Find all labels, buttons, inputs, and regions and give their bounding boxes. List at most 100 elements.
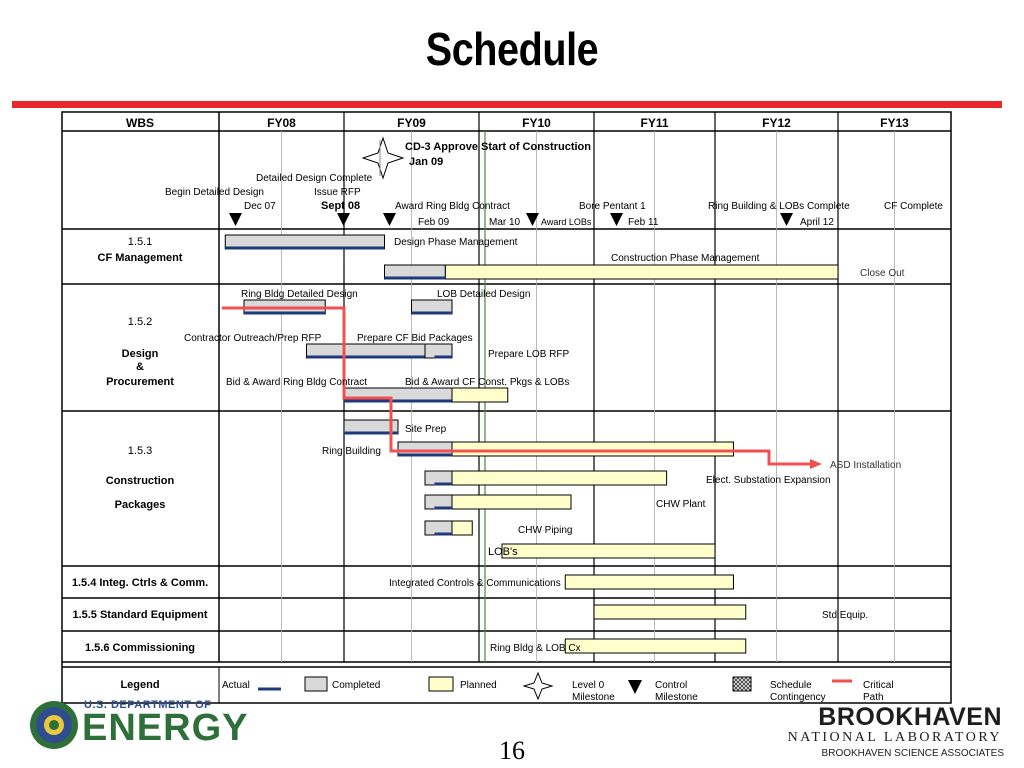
planned-bar: [451, 494, 572, 510]
doe-seal: [30, 701, 78, 749]
legend-title: Legend: [120, 679, 159, 691]
control-milestone-marker: [780, 213, 793, 226]
control-milestone-marker: [337, 213, 350, 226]
milestone-label: Ring Building & LOBs Complete: [708, 201, 850, 212]
task-label: CHW Plant: [656, 499, 706, 510]
bnl-logo-main: BROOKHAVEN: [818, 703, 1002, 731]
milestone-date: Dec 07: [244, 201, 276, 212]
task-label: Construction Phase Management: [611, 253, 760, 264]
milestone-date: Jan 09: [409, 156, 443, 168]
wbs-label: Design: [122, 348, 159, 360]
legend-label-contingency: Contingency: [770, 692, 826, 703]
fy-header-fy09: FY09: [397, 116, 426, 130]
task-label: Close Out: [860, 268, 905, 279]
milestone-date: Feb 11: [628, 217, 659, 228]
fy-header-fy12: FY12: [762, 116, 791, 130]
legend: Legend Actual Completed Planned Level 0 …: [120, 667, 894, 703]
milestone-area: CD-3 Approve Start of Construction Jan 0…: [165, 136, 943, 228]
task-label: Contractor Outreach/Prep RFP: [184, 333, 322, 344]
fy-header-fy10: FY10: [522, 116, 551, 130]
milestone-label: CD-3 Approve Start of Construction: [405, 141, 591, 153]
wbs-label: 1.5.2: [128, 316, 152, 328]
legend-swatch-completed: [304, 676, 328, 692]
doe-logo-top: U.S. DEPARTMENT OF: [84, 699, 212, 711]
wbs-labels: 1.5.1 CF Management 1.5.2 Design & Procu…: [72, 236, 208, 654]
task-label: Integrated Controls & Communications: [389, 578, 561, 589]
wbs-label: 1.5.4 Integ. Ctrls & Comm.: [72, 577, 208, 589]
planned-bar: [564, 574, 734, 590]
milestone-date: April 12: [800, 217, 834, 228]
doe-logo-main: ENERGY: [82, 707, 249, 749]
wbs-label: 1.5.3: [128, 445, 152, 457]
task-label: Ring Bldg & LOB Cx: [490, 643, 581, 654]
wbs-label: CF Management: [98, 252, 183, 264]
task-label: Bid & Award CF Const. Pkgs & LOBs: [405, 377, 569, 388]
control-milestone-marker: [229, 213, 242, 226]
milestone-label: Detailed Design Complete: [256, 173, 373, 184]
wbs-label: 1.5.1: [128, 236, 152, 248]
fy-header-fy08: FY08: [267, 116, 296, 130]
page-title: Schedule: [425, 23, 599, 75]
task-label: LOB Detailed Design: [437, 289, 530, 300]
critical-path-arrow: [810, 459, 822, 469]
legend-level0-milestone-icon: [522, 671, 554, 701]
page-number: 16: [499, 736, 525, 765]
task-label: Std Equip.: [822, 610, 868, 621]
task-label: LOB's: [488, 546, 518, 558]
legend-label-contingency: Schedule: [770, 680, 812, 691]
wbs-label: 1.5.5 Standard Equipment: [72, 609, 207, 621]
milestone-date: Mar 10: [489, 217, 521, 228]
planned-bar: [564, 638, 747, 654]
milestone-label: CF Complete: [884, 201, 943, 212]
planned-bar: [593, 604, 747, 620]
milestone-label: Award LOBs: [541, 217, 592, 227]
milestone-label: Issue RFP: [314, 187, 361, 198]
milestone-date: Feb 09: [418, 217, 450, 228]
task-label: Ring Building: [322, 446, 381, 457]
milestone-label: Begin Detailed Design: [165, 187, 264, 198]
planned-bar: [451, 520, 473, 536]
level0-milestone-cd3: [361, 136, 405, 180]
task-label: Ring Bldg Detailed Design: [241, 289, 358, 300]
legend-label-level0: Level 0: [572, 680, 605, 691]
wbs-label: 1.5.6 Commissioning: [85, 642, 195, 654]
fy-header-fy13: FY13: [880, 116, 909, 130]
wbs-label: Construction: [106, 475, 175, 487]
task-labels: Design Phase Management Construction Pha…: [184, 237, 905, 654]
control-milestone-marker: [383, 213, 396, 226]
chart-frame: [61, 111, 952, 704]
legend-swatch-contingency: [732, 676, 752, 692]
wbs-header: WBS: [126, 116, 154, 130]
legend-label-level0: Milestone: [572, 692, 615, 703]
legend-label-planned: Planned: [460, 680, 497, 691]
milestone-label: Bore Pentant 1: [579, 201, 646, 212]
task-label: Bid & Award Ring Bldg Contract: [226, 377, 367, 388]
wbs-label: Procurement: [106, 376, 174, 388]
wbs-label: Packages: [115, 499, 166, 511]
bnl-logo-sub: NATIONAL LABORATORY: [787, 730, 1002, 745]
task-label: Prepare CF Bid Packages: [357, 333, 473, 344]
fy-header-fy11: FY11: [640, 116, 668, 130]
planned-bar: [451, 470, 668, 486]
control-milestone-marker: [526, 213, 539, 226]
task-label: Prepare LOB RFP: [488, 349, 569, 360]
legend-label-control: Control: [655, 680, 687, 691]
task-label: ASD Installation: [830, 460, 901, 471]
planned-bar: [451, 441, 734, 457]
task-label: CHW Piping: [518, 525, 572, 536]
legend-control-milestone-icon: [628, 680, 642, 694]
task-label: Elect. Substation Expansion: [706, 475, 831, 486]
title-divider: [12, 101, 1002, 108]
critical-path-line: [222, 306, 812, 466]
task-label: Design Phase Management: [394, 237, 518, 248]
planned-bar: [501, 543, 716, 559]
milestone-label: Award Ring Bldg Contract: [395, 201, 510, 212]
task-label: Site Prep: [405, 424, 447, 435]
legend-label-critical: Path: [863, 692, 884, 703]
planned-bar: [451, 387, 509, 403]
milestone-date: Sept 08: [321, 200, 360, 212]
control-milestone-marker: [610, 213, 623, 226]
legend-label-critical: Critical: [863, 680, 894, 691]
legend-swatch-planned: [428, 676, 454, 692]
